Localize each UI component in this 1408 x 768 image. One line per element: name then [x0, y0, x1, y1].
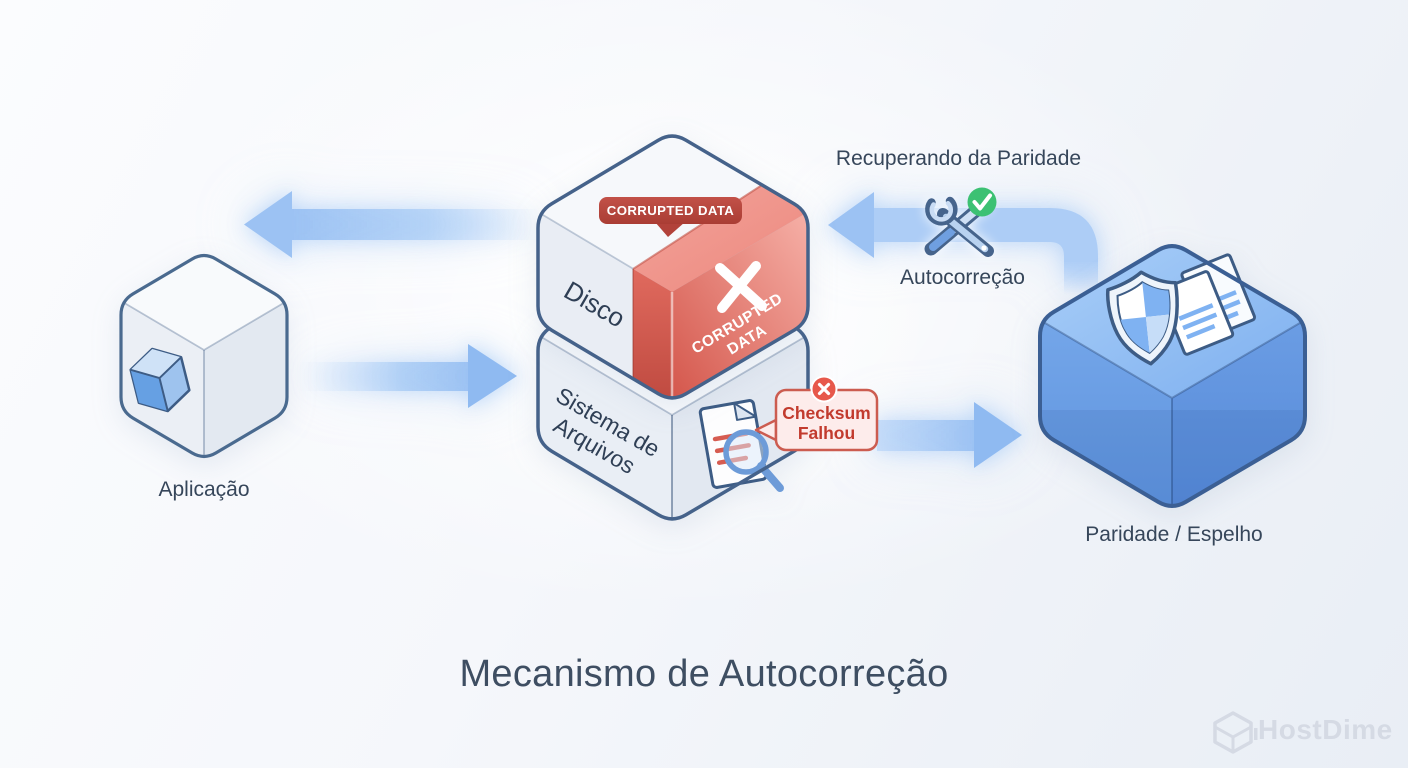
corrupted-x-icon [715, 261, 767, 313]
checksum-failed-label: Checksum Falhou [777, 403, 876, 443]
arrow-app-to-disk-icon [300, 344, 517, 408]
checksum-line2: Falhou [797, 423, 856, 443]
hostdime-logo-icon [1213, 711, 1258, 754]
app-cube-icon [129, 347, 191, 413]
autocorrection-label: Autocorreção [900, 266, 1025, 289]
parity-label: Paridade / Espelho [1085, 523, 1263, 546]
corrupted-data-badge-label: CORRUPTED DATA [606, 203, 735, 218]
documents-icon [1158, 253, 1257, 356]
error-circle-icon [810, 375, 838, 403]
parity-cube [1038, 244, 1307, 508]
corrupted-data-badge [599, 197, 742, 237]
arrow-disk-to-app-icon [244, 191, 540, 258]
application-cube [119, 253, 289, 459]
hostdime-watermark: HostDime [1258, 714, 1393, 745]
arrow-fs-to-parity-icon [877, 402, 1022, 468]
checksum-failed-badge [754, 375, 879, 452]
recovering-from-parity-label: Recuperando da Paridade [835, 147, 1082, 170]
document-scan-icon [698, 399, 784, 492]
application-label: Aplicação [158, 478, 250, 501]
flow-arrows [244, 191, 1098, 468]
page-title: Mecanismo de Autocorreção [459, 653, 949, 695]
check-circle-icon [967, 187, 997, 217]
checksum-line1: Checksum [782, 403, 871, 423]
corrupted-section [632, 184, 808, 398]
